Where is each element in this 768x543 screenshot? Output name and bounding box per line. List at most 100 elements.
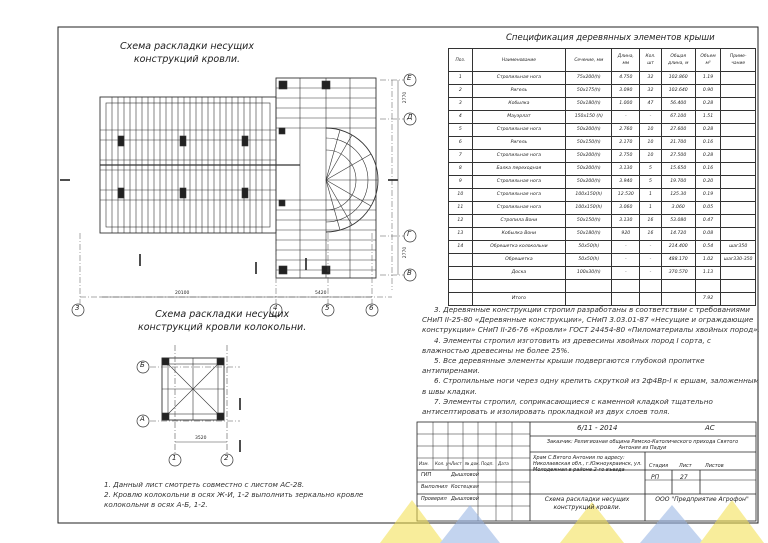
spec-cell: 3.060 — [660, 201, 696, 215]
spec-cell: 6 — [448, 136, 473, 150]
stamp-name: Дышловой — [451, 472, 479, 478]
dimension-right-b: 2770 — [403, 246, 409, 259]
spec-cell: Стропила Вони — [471, 214, 567, 228]
axis-label-a: А — [140, 415, 145, 423]
spec-cell — [448, 266, 473, 280]
roof-scheme-heading: Схема раскладки несущих конструкций кров… — [120, 40, 254, 66]
spec-cell — [720, 149, 756, 163]
belfry-bubbles — [136, 360, 234, 467]
spec-cell: Доска — [471, 266, 567, 280]
axis-label-e: Е — [407, 74, 412, 82]
section-marks — [60, 179, 398, 452]
stamp-col-header: Дата — [498, 461, 509, 466]
spec-cell: 3.060 — [611, 201, 641, 215]
spec-cell — [660, 292, 696, 306]
spec-cell: 3 — [448, 97, 473, 111]
spec-cell: 100х30(h) — [565, 266, 613, 280]
spec-cell: 32 — [639, 84, 662, 98]
sheets-label: Листов — [705, 463, 724, 469]
spec-cell: 100х150(h) — [565, 188, 613, 202]
belfry-note-item: 2. Кровлю колокольни в осях Ж-И, 1-2 вып… — [104, 490, 364, 509]
axis-bubbles — [71, 73, 417, 317]
spec-title: Спецификация деревянных элементов крыши — [506, 33, 715, 43]
apse-plan — [325, 127, 379, 233]
roof-plan-cross — [275, 77, 377, 279]
stage-label: Стадия — [649, 463, 669, 469]
spec-cell: 11 — [448, 201, 473, 215]
spec-cell — [448, 292, 473, 306]
spec-cell: 16 — [639, 214, 662, 228]
spec-cell: - — [611, 110, 641, 124]
spec-cell: 50х200(h) — [565, 175, 613, 189]
general-notes: 3. Деревянные конструкции стропил разраб… — [422, 305, 760, 417]
spec-cell: 214.400 — [660, 240, 696, 254]
spec-cell: 3.940 — [611, 175, 641, 189]
spec-column-header: Сечение, мм — [565, 48, 613, 72]
doc-code: 6/11 - 2014 — [577, 424, 618, 432]
title-block: 6/11 - 2014 АС Заказчик: Религиозная общ… — [417, 422, 756, 521]
roof-plan — [99, 96, 300, 234]
spec-cell — [565, 292, 613, 306]
spec-cell: 0.90 — [694, 84, 722, 98]
spec-cell: 8 — [448, 162, 473, 176]
spec-cell: 10 — [639, 136, 662, 150]
spec-cell: 19.700 — [660, 175, 696, 189]
spec-cell: 2.750 — [611, 149, 641, 163]
spec-cell: 0.28 — [694, 123, 722, 137]
spec-cell: Мауэрлат — [471, 110, 567, 124]
spec-cell: 10 — [639, 123, 662, 137]
spec-cell: - — [611, 240, 641, 254]
stamp-col-header: Подп. — [481, 461, 494, 466]
spec-cell — [720, 266, 756, 280]
sheet-value: 27 — [680, 474, 688, 481]
spec-cell: 13 — [448, 227, 473, 241]
dimension-overall: 20100 — [175, 291, 190, 296]
spec-cell: 920 — [611, 227, 641, 241]
sheet-title-text: Схема раскладки несущих конструкций кров… — [544, 496, 630, 511]
spec-cell: Стропильная нога — [471, 149, 567, 163]
spec-cell: 2.170 — [611, 136, 641, 150]
spec-cell — [720, 162, 756, 176]
spec-cell: Кобылка Вони — [471, 227, 567, 241]
spec-cell: Стропильная нога — [471, 123, 567, 137]
roof-scheme-heading-line2: конструкций кровли. — [133, 54, 241, 65]
spec-cell — [720, 292, 756, 306]
spec-cell: 4 — [448, 110, 473, 124]
spec-cell: - — [611, 253, 641, 267]
spec-cell: 7 — [448, 149, 473, 163]
spec-cell: 1.02 — [694, 253, 722, 267]
dimension-right-a: 2770 — [403, 91, 409, 104]
spec-cell: 1 — [448, 71, 473, 85]
spec-cell — [639, 279, 662, 293]
spec-cell: 1.19 — [694, 71, 722, 85]
customer-text: Заказчик: Религиозная община Римско-Като… — [546, 439, 739, 451]
spec-column-header: Приме-чание — [720, 48, 756, 72]
spec-cell — [720, 227, 756, 241]
spec-cell — [720, 279, 756, 293]
spec-column-header: Кол. шт — [639, 48, 662, 72]
spec-cell: 3.130 — [611, 162, 641, 176]
spec-cell: шаг330-350 — [720, 253, 756, 267]
spec-column-header: Объем м³ — [694, 48, 722, 72]
spec-cell: 50х150(h) — [565, 214, 613, 228]
dimension-lines — [100, 80, 399, 298]
spec-cell: Обрешетка колокольни — [471, 240, 567, 254]
spec-cell: 67.100 — [660, 110, 696, 124]
spec-cell — [694, 279, 722, 293]
spec-cell: 1.51 — [694, 110, 722, 124]
spec-column-header: Длина, мм — [611, 48, 641, 72]
axis-label-4: 4 — [273, 304, 278, 312]
spec-cell: - — [639, 240, 662, 254]
spec-cell: 14.720 — [660, 227, 696, 241]
spec-cell: 0.20 — [694, 175, 722, 189]
